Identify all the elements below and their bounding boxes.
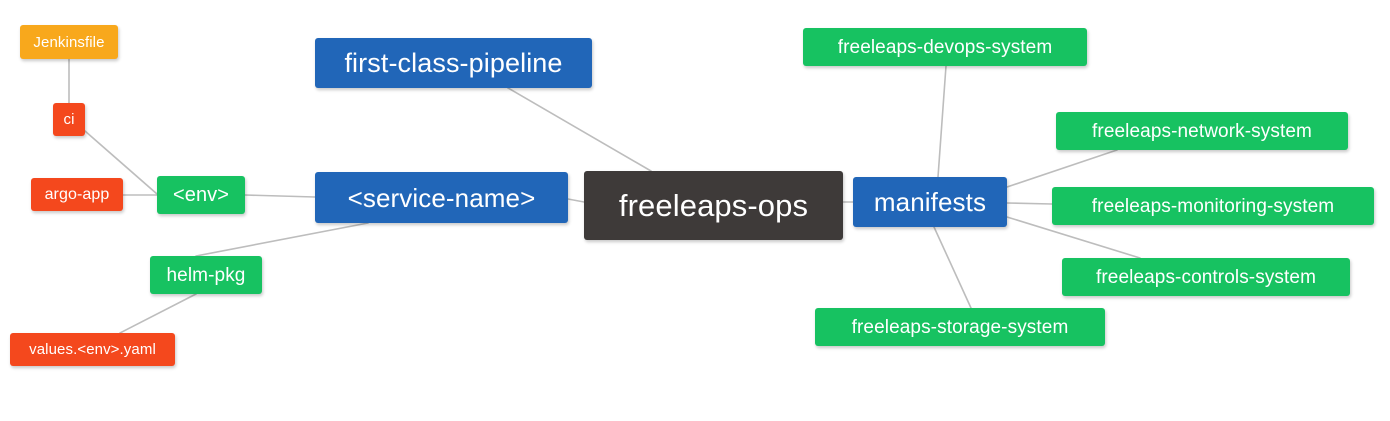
edge-first-class-pipeline-freeleaps-ops <box>507 87 652 172</box>
node-label-values-env-yaml: values.<env>.yaml <box>29 341 156 358</box>
node-env[interactable]: <env> <box>157 176 245 214</box>
node-ci[interactable]: ci <box>53 103 85 136</box>
node-first-class-pipeline[interactable]: first-class-pipeline <box>315 38 592 88</box>
edge-env-service-name <box>244 194 316 198</box>
node-freeleaps-controls-system[interactable]: freeleaps-controls-system <box>1062 258 1350 296</box>
node-label-jenkinsfile: Jenkinsfile <box>33 33 105 51</box>
node-freeleaps-network-system[interactable]: freeleaps-network-system <box>1056 112 1348 150</box>
node-freeleaps-monitoring-system[interactable]: freeleaps-monitoring-system <box>1052 187 1374 225</box>
node-label-freeleaps-ops: freeleaps-ops <box>618 188 809 223</box>
node-label-freeleaps-devops-system: freeleaps-devops-system <box>837 36 1053 58</box>
node-label-env: <env> <box>172 184 230 206</box>
node-label-first-class-pipeline: first-class-pipeline <box>344 47 563 78</box>
node-service-name[interactable]: <service-name> <box>315 172 568 223</box>
edge-manifests-monitoring <box>1006 202 1053 205</box>
edge-manifests-devops <box>937 65 947 178</box>
edge-manifests-network <box>1006 149 1118 188</box>
node-argo-app[interactable]: argo-app <box>31 178 123 211</box>
edge-helm-pkg-service-name <box>195 222 369 257</box>
node-label-helm-pkg: helm-pkg <box>166 264 246 286</box>
node-label-argo-app: argo-app <box>44 185 110 203</box>
node-label-service-name: <service-name> <box>347 182 536 213</box>
edge-values-helm-pkg <box>119 293 197 334</box>
node-freeleaps-ops[interactable]: freeleaps-ops <box>584 171 843 240</box>
node-label-freeleaps-monitoring-system: freeleaps-monitoring-system <box>1091 195 1335 217</box>
edge-manifests-storage <box>933 226 972 309</box>
node-label-ci: ci <box>63 111 75 128</box>
node-freeleaps-devops-system[interactable]: freeleaps-devops-system <box>803 28 1087 66</box>
node-helm-pkg[interactable]: helm-pkg <box>150 256 262 294</box>
node-values-env-yaml[interactable]: values.<env>.yaml <box>10 333 175 366</box>
node-label-freeleaps-controls-system: freeleaps-controls-system <box>1095 266 1317 288</box>
node-freeleaps-storage-system[interactable]: freeleaps-storage-system <box>815 308 1105 346</box>
node-manifests[interactable]: manifests <box>853 177 1007 227</box>
node-jenkinsfile[interactable]: Jenkinsfile <box>20 25 118 59</box>
edge-service-name-freeleaps-ops <box>567 198 585 203</box>
node-label-manifests: manifests <box>873 187 987 217</box>
node-label-freeleaps-storage-system: freeleaps-storage-system <box>851 316 1069 338</box>
node-label-freeleaps-network-system: freeleaps-network-system <box>1092 120 1312 142</box>
